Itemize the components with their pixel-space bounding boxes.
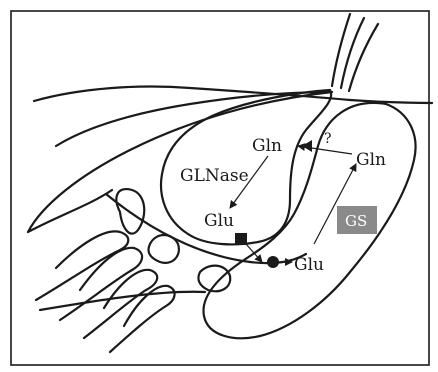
spine-1 <box>36 231 128 300</box>
glu-vesicular-transporter-square <box>235 233 247 245</box>
bulb-2 <box>148 235 178 263</box>
label-question: ? <box>324 131 332 147</box>
axon-fiber-1 <box>332 14 350 86</box>
label-glu-upper: Glu <box>204 211 234 231</box>
label-gln-right: Gln <box>356 150 386 170</box>
bulb-3 <box>198 266 230 292</box>
label-glu-lower: Glu <box>294 255 324 275</box>
glu-release-arrow <box>246 244 262 262</box>
glu-transporter-dot <box>267 256 279 268</box>
dendrite-outer-outline <box>28 92 332 232</box>
glial-cell <box>203 103 415 338</box>
gln-transporter-triangle <box>302 140 312 152</box>
axon-fiber-3 <box>349 24 378 91</box>
label-gln-left: Gln <box>252 136 282 156</box>
label-gs: GS <box>345 212 367 230</box>
membrane-line <box>34 87 432 103</box>
label-glnase: GLNase <box>180 166 249 186</box>
spine-2 <box>60 248 142 320</box>
spine-3 <box>84 270 157 338</box>
